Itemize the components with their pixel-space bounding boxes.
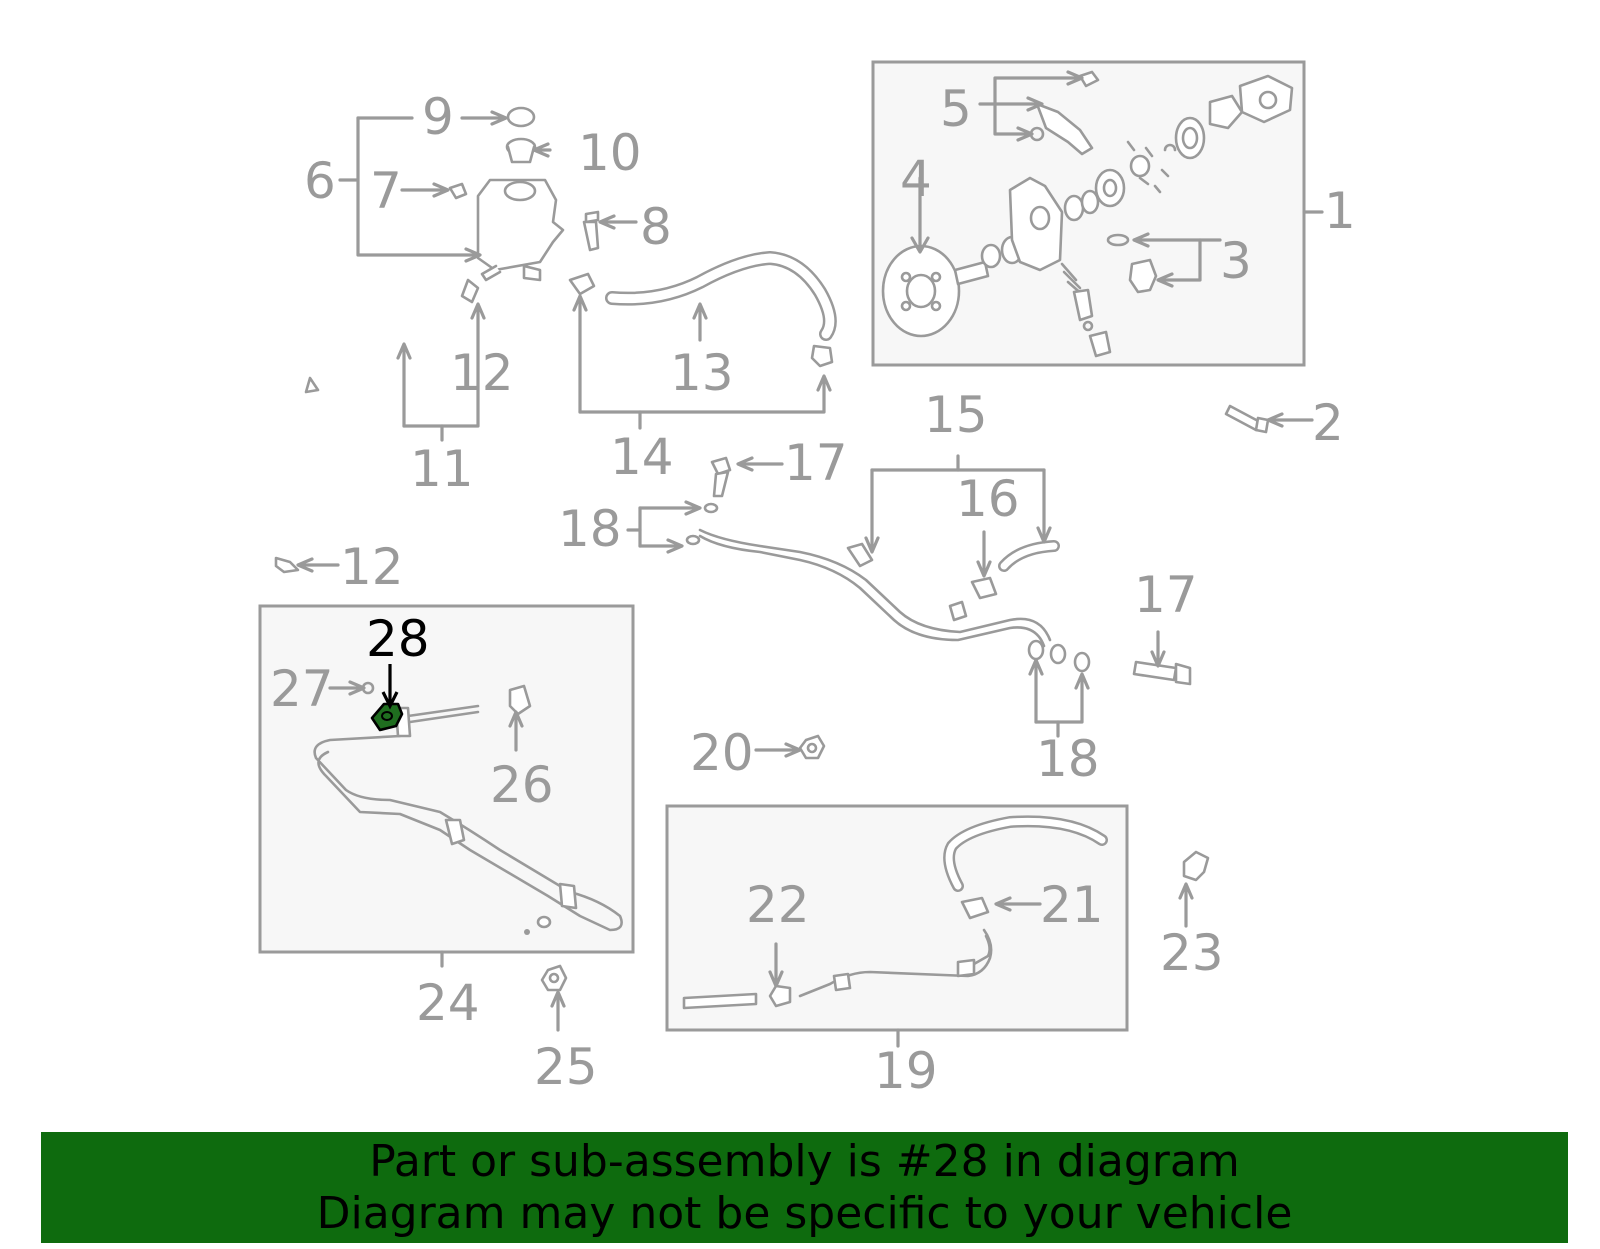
- callout-16: 16: [956, 470, 1020, 528]
- callout-7: 7: [370, 162, 402, 220]
- reservoir-callout-lines: [338, 110, 638, 263]
- info-banner: Part or sub-assembly is #28 in diagram D…: [41, 1132, 1568, 1243]
- callout-21: 21: [1040, 876, 1104, 934]
- callout-25: 25: [534, 1038, 598, 1096]
- callout-14: 14: [610, 428, 674, 486]
- callout-3: 3: [1220, 232, 1252, 290]
- part-2-bolt: [1224, 404, 1314, 434]
- callout-1: 1: [1324, 182, 1356, 240]
- return-hose-drawing: [682, 815, 1108, 1010]
- callout-15: 15: [924, 386, 988, 444]
- callout-20: 20: [690, 724, 754, 782]
- callout-13: 13: [670, 344, 734, 402]
- pressure-hose-13-drawing: [605, 250, 837, 368]
- callout-9: 9: [422, 88, 454, 146]
- return-hose-box: [665, 804, 1129, 1032]
- callout-18-left: 18: [558, 500, 622, 558]
- callout-18-bottom: 18: [1036, 730, 1100, 788]
- pressure-line-box: [258, 604, 635, 954]
- hose-callout-lines: [296, 294, 832, 573]
- callout-22: 22: [746, 876, 810, 934]
- highlighted-part-28: [370, 702, 404, 732]
- callout-11: 11: [410, 440, 474, 498]
- callout-4: 4: [900, 150, 932, 208]
- pressure-line-callout-lines: [328, 664, 566, 1032]
- callout-26: 26: [490, 756, 554, 814]
- callout-23: 23: [1160, 924, 1224, 982]
- banner-line-1: Part or sub-assembly is #28 in diagram: [369, 1136, 1240, 1187]
- callout-24: 24: [416, 974, 480, 1032]
- callout-8: 8: [640, 198, 672, 256]
- pressure-tube-callout-lines: [626, 454, 1166, 738]
- callout-2: 2: [1312, 394, 1344, 452]
- return-hose-callout-lines: [768, 896, 1042, 1048]
- part-23-clip: [1178, 850, 1210, 928]
- callout-19: 19: [874, 1042, 938, 1100]
- callout-17-right: 17: [1134, 566, 1198, 624]
- callout-10: 10: [578, 124, 642, 182]
- callout-17-upper: 17: [784, 434, 848, 492]
- callout-5: 5: [940, 80, 972, 138]
- reservoir-drawing: [448, 106, 600, 296]
- callout-27: 27: [270, 660, 334, 718]
- suction-hose-drawing: [274, 278, 480, 574]
- pressure-tube-assembly-drawing: [685, 456, 1192, 686]
- banner-line-2: Diagram may not be specific to your vehi…: [316, 1188, 1293, 1239]
- callout-6: 6: [304, 152, 336, 210]
- pressure-line-drawing: [313, 681, 623, 992]
- callout-12-upper: 12: [450, 344, 514, 402]
- callout-labels: 1 2 3 4 5 6 7 8 9 10 11 12 12 13 14 15 1…: [270, 80, 1356, 1100]
- callout-12-lower: 12: [340, 538, 404, 596]
- pump-callout-lines: [910, 70, 1324, 288]
- callout-28-highlighted: 28: [366, 610, 430, 668]
- part-20-nut: [754, 734, 826, 760]
